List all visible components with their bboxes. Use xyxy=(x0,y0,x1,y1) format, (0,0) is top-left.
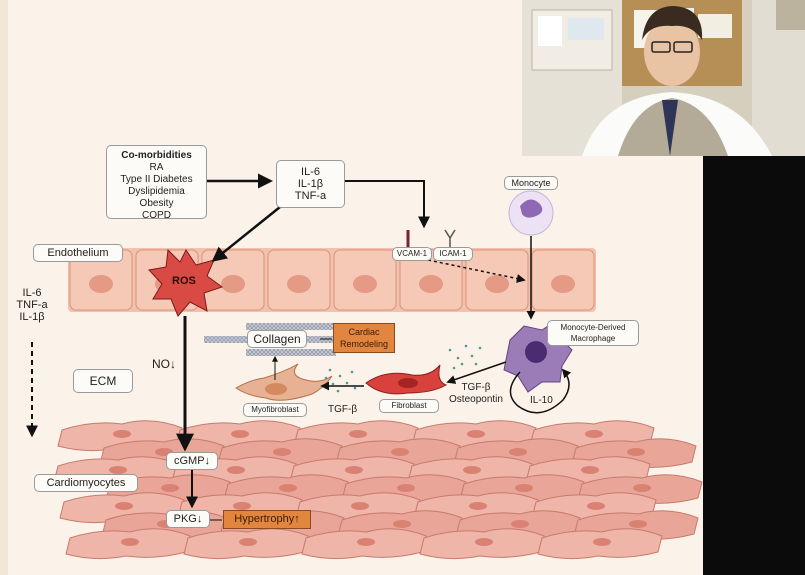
macrophage-label-line: Monocyte-Derived xyxy=(560,323,626,332)
comorbidity-item: RA xyxy=(149,162,164,173)
macrophage-label-line: Macrophage xyxy=(570,334,616,343)
collagen-fibers xyxy=(246,349,336,356)
cell-nucleus xyxy=(463,466,481,474)
icam-label: ICAM-1 xyxy=(433,247,473,261)
cytokines-top-box: IL-6 IL-1β TNF-a xyxy=(276,160,345,208)
ros-label: ROS xyxy=(172,275,196,287)
ros-star-icon xyxy=(148,248,224,317)
collagen-fibers xyxy=(246,323,336,330)
cell-nucleus xyxy=(511,520,529,528)
cell-nucleus xyxy=(419,275,443,293)
cgmp-label: cGMP↓ xyxy=(166,452,218,470)
cytokine-item: IL-1β xyxy=(297,178,324,190)
endothelium-label: Endothelium xyxy=(33,244,123,262)
cytokine-item: IL-1β xyxy=(19,311,45,323)
cytokines-left-box: IL-6 TNF-a IL-1β xyxy=(8,283,56,331)
cell-nucleus xyxy=(509,448,527,456)
tgf-osteopontin-label: TGF-β Osteopontin xyxy=(446,382,506,406)
cell-nucleus xyxy=(581,466,599,474)
cell-nucleus xyxy=(627,448,645,456)
cell-nucleus xyxy=(515,484,533,492)
cell-nucleus xyxy=(231,430,249,438)
comorbidity-item: Dyslipidemia xyxy=(128,186,185,197)
comorbidity-item: Obesity xyxy=(139,198,174,209)
cardiac-remodeling-line: Remodeling xyxy=(339,339,389,349)
il10-feedback-arrow xyxy=(509,368,572,414)
arrow-cytokines-to-ros xyxy=(211,206,281,262)
tgf-label: TGF-β xyxy=(328,404,358,415)
cell-nucleus xyxy=(469,502,487,510)
il10-label: IL-10 xyxy=(530,395,553,406)
cell-nucleus xyxy=(161,484,179,492)
ecm-label: ECM xyxy=(73,369,133,393)
cell-nucleus xyxy=(89,275,113,293)
cell-nucleus xyxy=(121,538,139,546)
cell-nucleus xyxy=(227,466,245,474)
cell-nucleus xyxy=(273,448,291,456)
myofibroblast-icon xyxy=(235,363,333,401)
cell-nucleus xyxy=(629,520,647,528)
comorbidities-title: Co-morbidities xyxy=(121,150,192,161)
fibroblast-label: Fibroblast xyxy=(379,399,439,413)
cell-nucleus xyxy=(221,275,245,293)
tgf-osteopontin-line: Osteopontin xyxy=(449,394,503,405)
cell-nucleus xyxy=(393,520,411,528)
cell-nucleus xyxy=(353,275,377,293)
cell-nucleus xyxy=(115,502,133,510)
monocyte-label: Monocyte xyxy=(504,176,558,190)
cell-nucleus xyxy=(357,538,375,546)
webcam-video-feed xyxy=(522,0,805,156)
cell-nucleus xyxy=(391,448,409,456)
cytokine-item: TNF-a xyxy=(16,299,48,311)
cell-nucleus xyxy=(551,275,575,293)
cell-nucleus xyxy=(585,430,603,438)
cardiomyocyte-tissue xyxy=(53,420,703,560)
cell-nucleus xyxy=(475,538,493,546)
cardiomyocytes-label: Cardiomyocytes xyxy=(34,474,138,492)
arrow-cytokines-to-vcam xyxy=(345,180,430,229)
cell-nucleus xyxy=(633,484,651,492)
cell-nucleus xyxy=(397,484,415,492)
comorbidities-box: Co-morbidities RA Type II Diabetes Dysli… xyxy=(106,145,207,221)
no-label: NO↓ xyxy=(152,357,176,371)
fibroblast-icon xyxy=(365,364,448,395)
cytokine-item: TNF-a xyxy=(294,190,327,202)
icam-receptor-icon xyxy=(444,229,456,248)
cell-nucleus xyxy=(345,466,363,474)
pkg-label: PKG↓ xyxy=(166,510,210,528)
cell-nucleus xyxy=(587,502,605,510)
tgf-osteopontin-particles xyxy=(448,344,482,370)
arrow-macrophage-to-fibroblast xyxy=(446,361,507,384)
collagen-label: Collagen xyxy=(247,330,307,348)
cell-nucleus xyxy=(485,275,509,293)
cell-nucleus xyxy=(349,430,367,438)
cytokine-item: IL-6 xyxy=(22,287,42,299)
cell-nucleus xyxy=(233,502,251,510)
cell-nucleus xyxy=(351,502,369,510)
comorbidity-item: COPD xyxy=(142,210,171,221)
cell-nucleus xyxy=(279,484,297,492)
arrow-vcam-to-macrophage xyxy=(427,259,526,283)
cell-nucleus xyxy=(593,538,611,546)
cell-nucleus xyxy=(467,430,485,438)
cell-nucleus xyxy=(239,538,257,546)
vcam-label: VCAM-1 xyxy=(392,247,432,261)
dark-background-band xyxy=(703,156,805,575)
macrophage-label: Monocyte-Derived Macrophage xyxy=(547,320,639,346)
cardiac-remodeling-label: Cardiac Remodeling xyxy=(333,323,395,353)
cell-nucleus xyxy=(109,466,127,474)
tgf-osteopontin-line: TGF-β xyxy=(461,382,491,393)
hypertrophy-label: Hypertrophy↑ xyxy=(223,510,311,529)
cell-nucleus xyxy=(287,275,311,293)
comorbidity-item: Type II Diabetes xyxy=(120,174,193,185)
monocyte-icon xyxy=(508,190,554,236)
cell-nucleus xyxy=(113,430,131,438)
left-edge xyxy=(0,0,8,575)
cardiac-remodeling-line: Cardiac xyxy=(348,327,380,337)
cytokine-item: IL-6 xyxy=(301,166,320,178)
endothelium-layer xyxy=(68,248,596,312)
presenter-video-icon xyxy=(522,0,805,156)
myofibroblast-label: Myofibroblast xyxy=(243,403,307,417)
tgf-particles xyxy=(324,368,357,393)
